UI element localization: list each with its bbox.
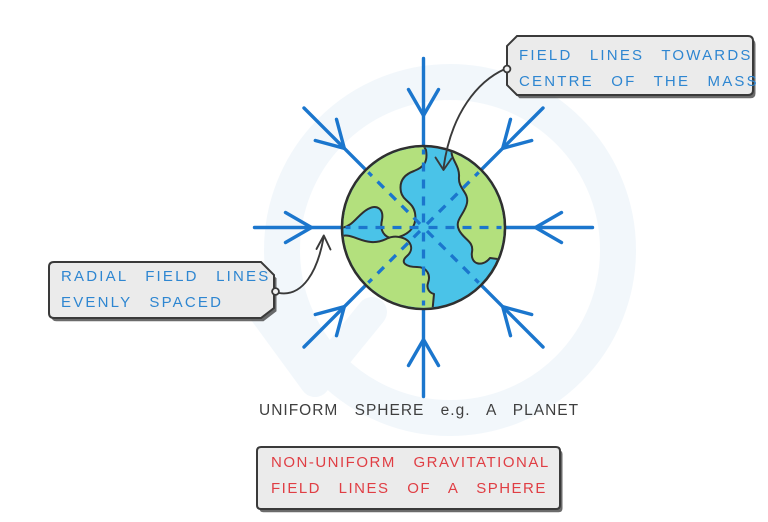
field-line-dashed-inside [367, 229, 422, 284]
field-line [302, 282, 369, 349]
field-line-arrowhead [313, 305, 346, 338]
field-line [478, 282, 545, 349]
title-box-body [256, 446, 561, 510]
callout-field-lines-text: FIELD LINES TOWARDS CENTRE OF THE MASS [519, 43, 759, 95]
callout-connector-dot [271, 287, 280, 296]
caption: UNIFORM SPHERE e.g. A PLANET [259, 402, 580, 419]
title-box [256, 446, 563, 513]
field-line-arrowhead [313, 117, 346, 151]
callout-arrow-to-centre [442, 68, 506, 169]
callout-field-lines-line1: FIELD LINES TOWARDS [519, 47, 753, 64]
callout-radial-text: RADIAL FIELD LINES EVENLY SPACED [61, 264, 270, 316]
annotation-arrows [278, 68, 506, 295]
title-box-line2: FIELD LINES OF A SPHERE [271, 480, 547, 497]
field-line-arrowhead [283, 210, 314, 245]
field-line-dashed-inside [425, 229, 480, 284]
callout-arrow-to-centre-head [434, 156, 453, 171]
field-line [302, 106, 369, 174]
callout-connector-dot [502, 64, 512, 74]
callout-box-body [506, 35, 754, 96]
watermark-ring [264, 64, 636, 436]
callout-radial-line1: RADIAL FIELD LINES [61, 268, 271, 285]
field-line-dashed-inside [367, 171, 422, 226]
watermark-chevron [240, 285, 387, 397]
callout-box-body [48, 261, 275, 319]
callout-arrow-to-field-line-head [315, 234, 332, 251]
field-line [478, 106, 545, 174]
watermark [240, 64, 636, 436]
callout-radial-line2: EVENLY SPACED [61, 294, 224, 311]
field-line-arrowhead [501, 117, 534, 151]
field-lines [252, 56, 595, 399]
callout-box-radial [48, 261, 280, 322]
field-line-arrowhead [501, 305, 534, 338]
callout-arrow-to-field-line [278, 237, 325, 295]
field-line-arrowhead [406, 337, 441, 368]
field-line-dashed-inside [425, 171, 480, 226]
field-line-arrowhead [533, 210, 564, 245]
callout-box-field-lines [502, 35, 756, 99]
field-lines-inside [345, 149, 502, 306]
title-box-text: NON-UNIFORM GRAVITATIONAL FIELD LINES OF… [271, 450, 550, 502]
callout-field-lines-line2: CENTRE OF THE MASS [519, 73, 759, 90]
title-box-line1: NON-UNIFORM GRAVITATIONAL [271, 454, 550, 471]
field-line-arrowhead [406, 87, 441, 118]
